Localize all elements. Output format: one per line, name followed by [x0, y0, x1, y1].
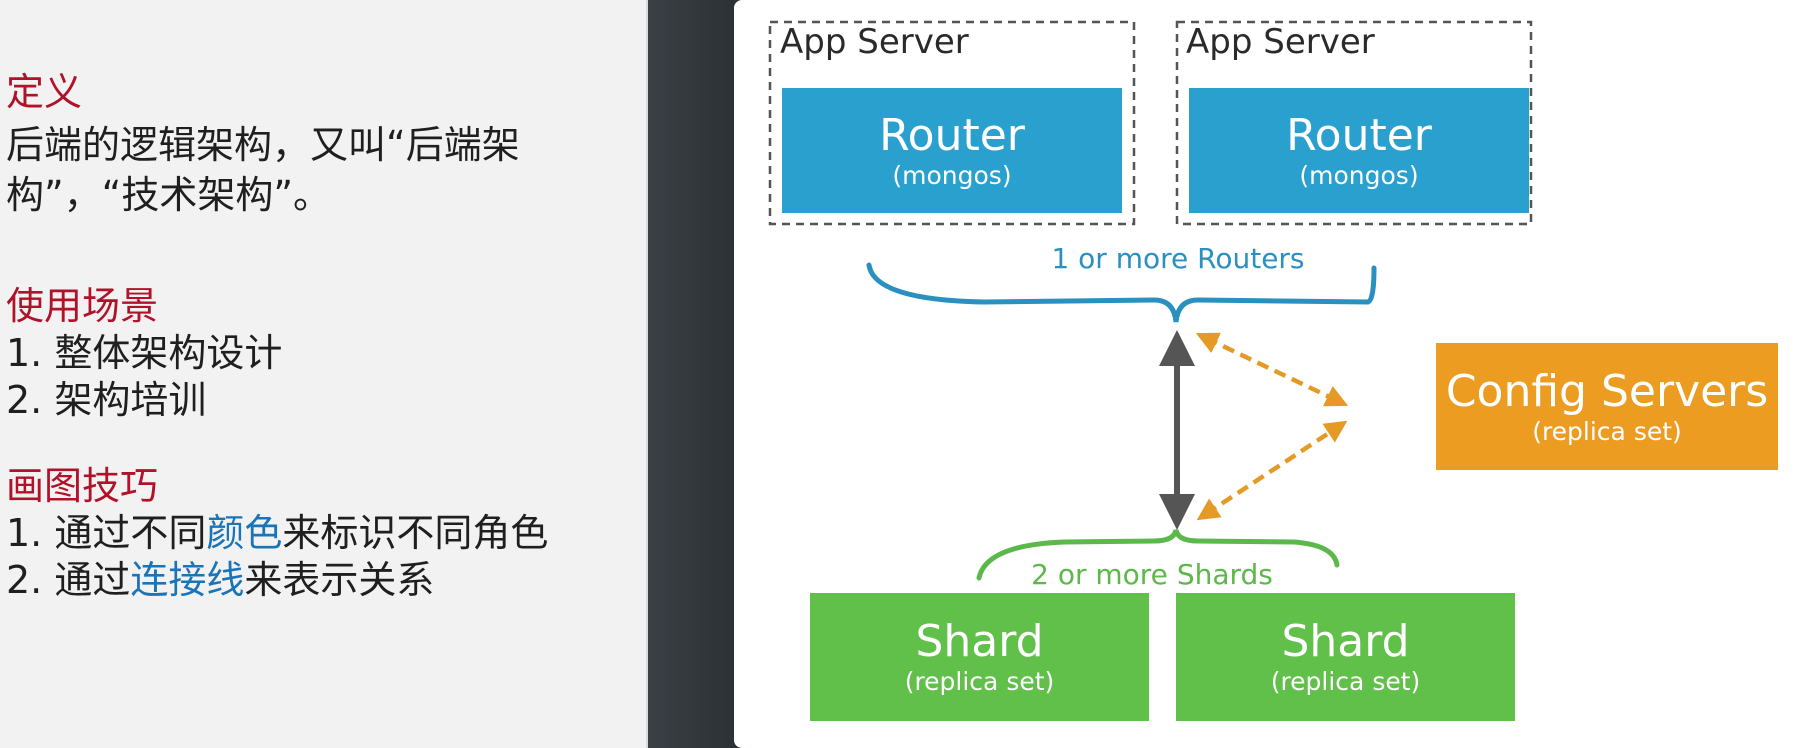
shard-title: Shard	[915, 616, 1044, 667]
router-box: Router (mongos)	[782, 88, 1122, 213]
app-server-label: App Server	[780, 22, 969, 62]
app-server-container-1	[768, 20, 1136, 226]
routers-brace	[866, 262, 1377, 323]
config-servers-box: Config Servers (replica set)	[1436, 343, 1778, 470]
tips-item-2-highlight: 连接线	[130, 558, 245, 602]
tips-item-1-suffix: 来标识不同角色	[282, 511, 549, 555]
shards-brace-label: 2 or more Shards	[1031, 558, 1273, 591]
slide-gap	[648, 0, 734, 748]
shard-box: Shard (replica set)	[810, 593, 1149, 721]
router-subtitle: (mongos)	[892, 160, 1012, 190]
config-servers-title: Config Servers	[1445, 365, 1769, 417]
definition-line-2: 构”，“技术架构”。	[6, 173, 332, 217]
definition-line-1: 后端的逻辑架构，又叫“后端架	[6, 123, 520, 167]
diagram-connectors	[768, 20, 1533, 581]
tips-item-1-highlight: 颜色	[206, 511, 283, 555]
router-title: Router	[879, 109, 1025, 161]
shard-config-arrow	[1196, 420, 1348, 521]
notes-panel: 定义 后端的逻辑架构，又叫“后端架 构”，“技术架构”。 使用场景 1. 整体架…	[0, 0, 648, 748]
router-subtitle: (mongos)	[1299, 160, 1419, 190]
tips-item-2-suffix: 来表示关系	[244, 558, 435, 602]
tips-item-2-prefix: 2. 通过	[6, 558, 131, 602]
usage-item: 1. 整体架构设计	[6, 331, 283, 375]
config-servers-subtitle: (replica set)	[1532, 416, 1682, 446]
router-title: Router	[1286, 109, 1432, 161]
shard-subtitle: (replica set)	[904, 667, 1055, 696]
usage-heading: 使用场景	[6, 284, 159, 328]
shard-box: Shard (replica set)	[1176, 593, 1515, 721]
shard-subtitle: (replica set)	[1270, 667, 1421, 696]
shard-title: Shard	[1281, 616, 1410, 667]
tips-heading: 画图技巧	[6, 464, 159, 508]
tips-item-1-prefix: 1. 通过不同	[6, 511, 207, 555]
usage-item: 2. 架构培训	[6, 378, 207, 422]
tips-item-1: 1. 通过不同颜色来标识不同角色	[6, 508, 548, 558]
shards-brace	[976, 529, 1340, 581]
router-config-arrow	[1195, 332, 1349, 407]
app-server-label: App Server	[1186, 22, 1375, 62]
routers-brace-label: 1 or more Routers	[1051, 242, 1305, 275]
architecture-diagram: App Server App Server Router (mongos) Ro…	[734, 0, 1820, 748]
definition-heading: 定义	[6, 70, 83, 114]
router-box: Router (mongos)	[1189, 88, 1529, 213]
tips-item-2: 2. 通过连接线来表示关系	[6, 555, 434, 605]
app-server-container-2	[1175, 20, 1533, 226]
